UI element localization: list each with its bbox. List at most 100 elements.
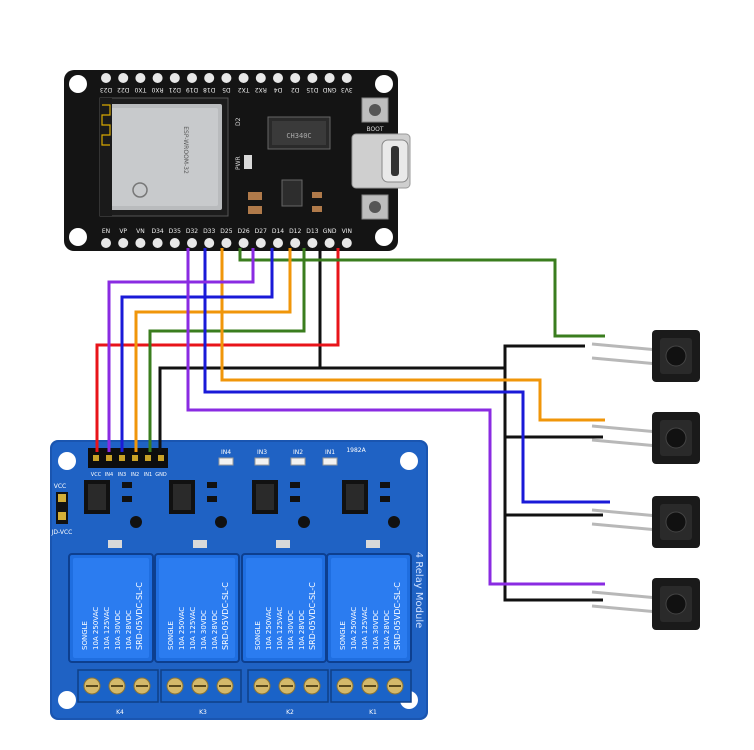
relay-header-label: IN3	[118, 472, 126, 478]
indicator-led	[218, 457, 234, 466]
optocouplers	[84, 480, 400, 548]
esp32-bottom-pin	[204, 238, 215, 248]
esp32-bottom-pin	[169, 238, 180, 248]
relay-label-line: 10A 125VAC	[276, 607, 284, 650]
esp32-bottom-pin-label: VN	[136, 228, 145, 235]
esp32-top-pin	[255, 73, 266, 83]
wire-orange-btn2	[220, 248, 605, 422]
esp32-top-pin-label: D5	[222, 86, 231, 93]
relay-label-line: 10A 125VAC	[189, 607, 197, 650]
push-button-1[interactable]	[591, 330, 700, 382]
relay-label-line: SRD-05VDC-SL-C	[308, 582, 317, 650]
esp32-top-pin	[187, 73, 197, 83]
esp32-top-pin	[204, 73, 215, 83]
relay-label-line: 10A 30VDC	[200, 610, 208, 650]
relay-label-line: 10A 28VDC	[125, 610, 133, 650]
esp32-top-pin-label: D2	[291, 86, 300, 93]
esp32-bottom-pin	[152, 238, 163, 248]
transistor	[298, 516, 310, 528]
terminal-label: K3	[199, 709, 207, 716]
wire-gnd-rail	[503, 346, 603, 602]
button-cap[interactable]	[665, 345, 687, 367]
esp32-bottom-pin	[290, 238, 301, 248]
wire-blue-btn3	[203, 248, 610, 504]
relay-label-line: 10A 250VAC	[350, 607, 358, 650]
esp32-top-pin	[324, 73, 335, 83]
relay-label-line: SRD-05VDC-SL-C	[135, 582, 144, 650]
esp32-bottom-pin	[255, 238, 266, 248]
board-code: 1982A	[346, 447, 366, 454]
module-label: ESP-WROOM-32	[182, 126, 189, 174]
esp32-top-pin	[238, 73, 249, 83]
esp32-bottom-pin	[135, 238, 146, 248]
esp32-bottom-pin-label: D34	[151, 228, 163, 235]
esp32-bottom-pin	[187, 238, 197, 248]
esp32-top-pin	[135, 73, 146, 83]
wires	[95, 248, 610, 602]
esp32-bottom-pin	[221, 238, 232, 248]
esp32-top-pin	[152, 73, 163, 83]
esp32-bottom-pin-label: VP	[119, 228, 127, 235]
push-button-2[interactable]	[591, 412, 700, 464]
esp32-top-pin-label: D18	[203, 86, 215, 93]
esp32-bottom-pin	[341, 238, 352, 248]
button-cap[interactable]	[665, 427, 687, 449]
button-cap[interactable]	[665, 511, 687, 533]
en-button[interactable]	[361, 194, 389, 220]
esp32-top-pin	[307, 73, 318, 83]
relay-label-line: 10A 28VDC	[211, 610, 219, 650]
relay-header-pin	[106, 455, 112, 461]
esp32-top-pin-label: D15	[306, 86, 318, 93]
esp32-bottom-pin-label: GND	[323, 228, 337, 235]
indicator-label: IN1	[325, 449, 335, 456]
usb-chip-label: CH340C	[286, 132, 311, 140]
wire-purple-relay	[107, 248, 255, 452]
push-button-3[interactable]	[591, 496, 700, 548]
terminal-label: K2	[286, 709, 294, 716]
relay-header-pin	[145, 455, 151, 461]
esp32-top-pin	[290, 73, 301, 83]
esp32-bottom-pin-label: VIN	[342, 228, 352, 235]
esp32-top-pin-label: D21	[168, 86, 180, 93]
vcc-label: VCC	[54, 483, 66, 490]
relay-label-line: 10A 28VDC	[298, 610, 306, 650]
led-label: D2	[235, 117, 242, 126]
relay-header-label: IN2	[131, 472, 139, 478]
esp32-top-pin-label: D23	[100, 86, 112, 93]
esp32-bottom-pin-label: D26	[237, 228, 249, 235]
indicator-led	[322, 457, 338, 466]
esp32-top-pin-label: RX0	[151, 86, 163, 93]
wire-gnd-esp	[318, 248, 585, 370]
wire-green-btn1	[238, 248, 605, 338]
relay-label-line: 10A 250VAC	[265, 607, 273, 650]
relay-label-line: SRD-05VDC-SL-C	[393, 582, 402, 650]
relay-label-line: 10A 125VAC	[361, 607, 369, 650]
relay-label-line: SONGLE	[254, 621, 262, 650]
boot-label: BOOT	[366, 126, 383, 133]
button-cap[interactable]	[665, 593, 687, 615]
relay-label-line: SONGLE	[167, 621, 175, 650]
esp32-top-pin-label: TX0	[134, 86, 147, 93]
side-text: 4 Relay Module	[413, 552, 424, 629]
esp32-top-pin-label: GND	[322, 86, 336, 93]
push-button-4[interactable]	[591, 578, 700, 630]
wire-green-relay	[148, 248, 306, 452]
esp32-top-pin	[118, 73, 129, 83]
relay-label-line: SONGLE	[81, 621, 89, 650]
indicator-label: IN2	[293, 449, 303, 456]
esp32-top-pin-label: 3V3	[341, 86, 353, 93]
esp32-top-pin	[221, 73, 232, 83]
wire-purple-btn4	[186, 248, 605, 586]
relay-header-pin	[132, 455, 138, 461]
esp32-top-pin-label: D22	[117, 86, 129, 93]
boot-button[interactable]: BOOT	[361, 97, 389, 133]
vcc-jumper[interactable]: VCC JD-VCC	[51, 483, 73, 536]
indicator-led	[290, 457, 306, 466]
